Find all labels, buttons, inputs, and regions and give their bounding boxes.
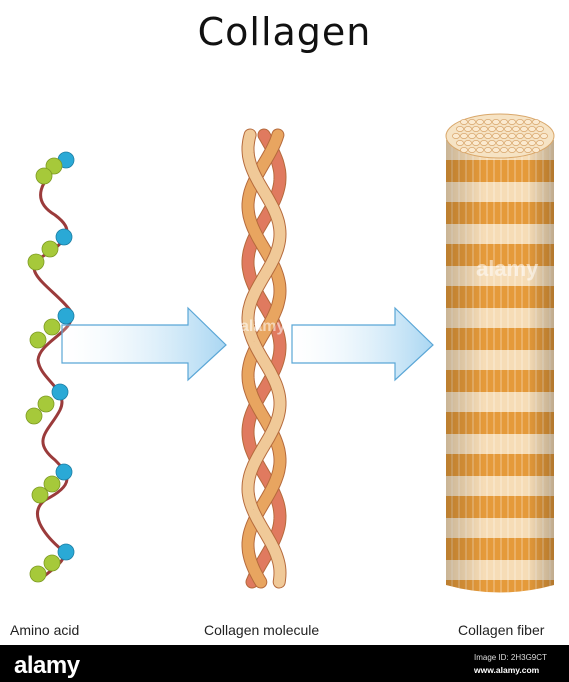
fibril-end (468, 119, 475, 124)
fibril-end (460, 133, 467, 138)
fibril-end (508, 147, 515, 152)
fibril-end (472, 140, 479, 145)
amino-bead-green (28, 254, 44, 270)
fibril-end (464, 140, 471, 145)
fibril-end (500, 119, 507, 124)
amino-bead-blue (56, 229, 72, 245)
fibril-end (532, 133, 539, 138)
peptide-strand (34, 160, 72, 580)
fibril-end (464, 126, 471, 131)
watermark: alamy (476, 256, 538, 282)
fibril-end (484, 133, 491, 138)
fibril-end (492, 133, 499, 138)
fibril-end (528, 126, 535, 131)
amino-bead-blue (58, 308, 74, 324)
fibril-end (484, 119, 491, 124)
collagen-fiber-cylinder (446, 114, 554, 602)
fibril-end (472, 126, 479, 131)
amino-bead-blue (58, 544, 74, 560)
amino-acid-chain (26, 152, 74, 582)
fibril-end (488, 126, 495, 131)
fibril-end (468, 133, 475, 138)
fibril-end (508, 119, 515, 124)
fibril-end (504, 126, 511, 131)
fibril-end (516, 147, 523, 152)
fibril-end (460, 147, 467, 152)
fibril-end (452, 133, 459, 138)
fibril-end (536, 126, 543, 131)
watermark: alamy (240, 318, 285, 336)
image-id: Image ID: 2H3G9CT (474, 653, 547, 662)
fibril-end (492, 147, 499, 152)
fibril-end (532, 147, 539, 152)
fibril-end (540, 133, 547, 138)
fibril-end (500, 133, 507, 138)
fibril-end (512, 126, 519, 131)
label-collagen-molecule: Collagen molecule (204, 622, 319, 638)
fibril-end (524, 119, 531, 124)
amino-bead-green (30, 566, 46, 582)
amino-bead-green (42, 241, 58, 257)
label-amino-acid: Amino acid (10, 622, 79, 638)
fibril-end (500, 147, 507, 152)
alamy-logo: alamy (14, 652, 80, 680)
fibril-end (460, 119, 467, 124)
amino-bead-green (44, 555, 60, 571)
amino-bead-blue (52, 384, 68, 400)
amino-bead-green (44, 319, 60, 335)
fibril-end (528, 140, 535, 145)
amino-bead-green (36, 168, 52, 184)
label-collagen-fiber: Collagen fiber (458, 622, 544, 638)
arrow-molecule-to-fiber (292, 308, 433, 380)
amino-bead-green (26, 408, 42, 424)
amino-bead-green (32, 487, 48, 503)
fibril-end (480, 126, 487, 131)
fibril-end (512, 140, 519, 145)
fibril-end (520, 126, 527, 131)
fibril-end (476, 147, 483, 152)
fibril-end (520, 140, 527, 145)
fibril-end (484, 147, 491, 152)
fibril-end (480, 140, 487, 145)
fibril-end (532, 119, 539, 124)
footer-bar (0, 645, 569, 682)
fibril-end (476, 133, 483, 138)
fibril-end (524, 147, 531, 152)
fibril-end (504, 140, 511, 145)
fibril-end (508, 133, 515, 138)
fibril-end (488, 140, 495, 145)
fibril-end (468, 147, 475, 152)
fibril-end (456, 140, 463, 145)
fibril-end (456, 126, 463, 131)
fibril-end (516, 119, 523, 124)
fibril-end (492, 119, 499, 124)
fibril-end (536, 140, 543, 145)
fibril-end (476, 119, 483, 124)
arrow-amino-to-molecule (62, 308, 226, 380)
fibril-end (524, 133, 531, 138)
site-url: www.alamy.com (474, 665, 539, 675)
amino-bead-green (38, 396, 54, 412)
amino-bead-green (30, 332, 46, 348)
fibril-end (496, 126, 503, 131)
amino-bead-blue (56, 464, 72, 480)
collagen-triple-helix (248, 135, 280, 582)
fibril-end (496, 140, 503, 145)
fibril-end (516, 133, 523, 138)
